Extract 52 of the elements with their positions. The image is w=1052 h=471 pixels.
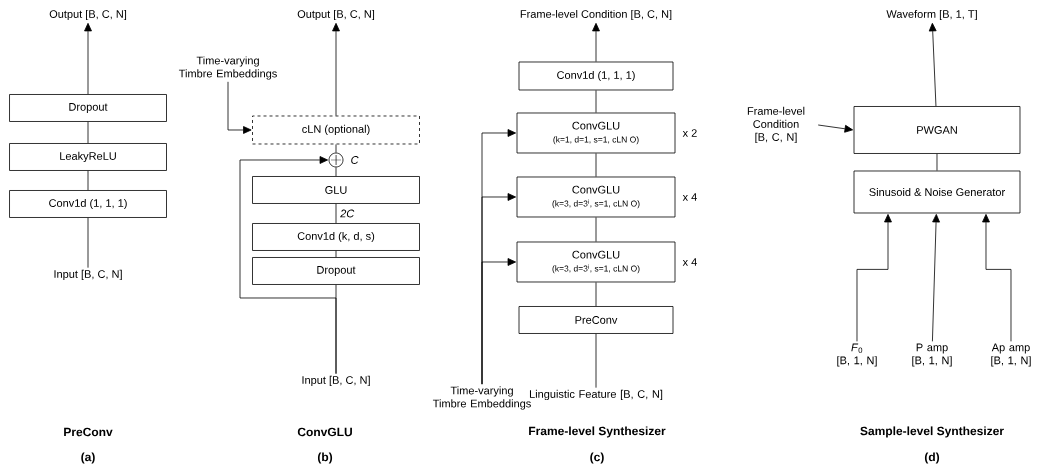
arrow (332, 22, 340, 116)
process-box: Dropout (9, 94, 167, 122)
arrow (592, 22, 600, 62)
arrow (932, 214, 940, 342)
process-box: Conv1d (1, 1, 1) (9, 190, 167, 218)
sum-circle (328, 152, 344, 168)
process-box: ConvGLU (k=3, d=3$^{i}$, s=1, cLN O) (516, 176, 676, 218)
edge-label: 2C (340, 209, 355, 218)
caption: (a) (81, 452, 95, 464)
process-box: ConvGLU (k=3, d=3$^{i}$, s=1, cLN O) (516, 241, 676, 283)
caption: Sample-level Synthesizer (860, 426, 1004, 438)
optional-box: cLN (optional) (252, 115, 420, 145)
arrow (84, 22, 92, 95)
label-text: Input [B, C, N] (54, 269, 122, 281)
caption: (b) (317, 452, 333, 464)
process-box: PreConv (518, 306, 674, 334)
label-text: Output [B, C, N] (49, 9, 127, 21)
caption: (c) (590, 452, 604, 464)
label-text: Frame-level Condition [B, C, N] (747, 106, 805, 144)
side-label: x 2 (682, 129, 697, 137)
arrow (481, 258, 516, 385)
process-box: Conv1d (k, d, s) (252, 223, 420, 251)
process-box: LeakyReLU (9, 143, 167, 171)
arrow (239, 156, 337, 375)
process-box: PWGAN (853, 106, 1021, 154)
caption: ConvGLU (297, 427, 352, 437)
side-label: x 4 (682, 258, 697, 266)
arrow (856, 214, 892, 342)
arrow (817, 124, 853, 133)
label-text: Time-varying Timbre Embeddings (432, 386, 531, 410)
arrow (928, 22, 937, 107)
label-text: Linguistic Feature [B, C, N] (530, 389, 663, 401)
process-box: Sinusoid & Noise Generator (853, 170, 1021, 214)
label-text: P amp [B, 1, N] (912, 343, 952, 367)
side-label: C (351, 156, 359, 164)
label-text: Ap amp [B, 1, N] (991, 343, 1031, 367)
process-box: Dropout (252, 257, 420, 285)
caption: PreConv (64, 427, 113, 437)
arrow (982, 214, 1012, 342)
label-text: Output [B, C, N] (297, 9, 375, 21)
label-text: Input [B, C, N] (302, 375, 370, 387)
label-text: Frame-level Condition [B, C, N] (520, 9, 672, 21)
side-label: x 4 (682, 193, 697, 201)
caption: Frame-level Synthesizer (529, 426, 666, 438)
label-text: F$_{0}$ [B, 1, N] (837, 343, 877, 367)
process-box: GLU (252, 176, 420, 204)
caption: (d) (924, 452, 940, 464)
label-text: Waveform [B, 1, T] (886, 9, 977, 21)
arrow (227, 81, 252, 134)
process-box: ConvGLU (k=1, d=1, s=1, cLN O) (516, 112, 676, 154)
label-text: Time-varying Timbre Embeddings (178, 56, 277, 80)
process-box: Conv1d (1, 1, 1) (518, 61, 674, 91)
